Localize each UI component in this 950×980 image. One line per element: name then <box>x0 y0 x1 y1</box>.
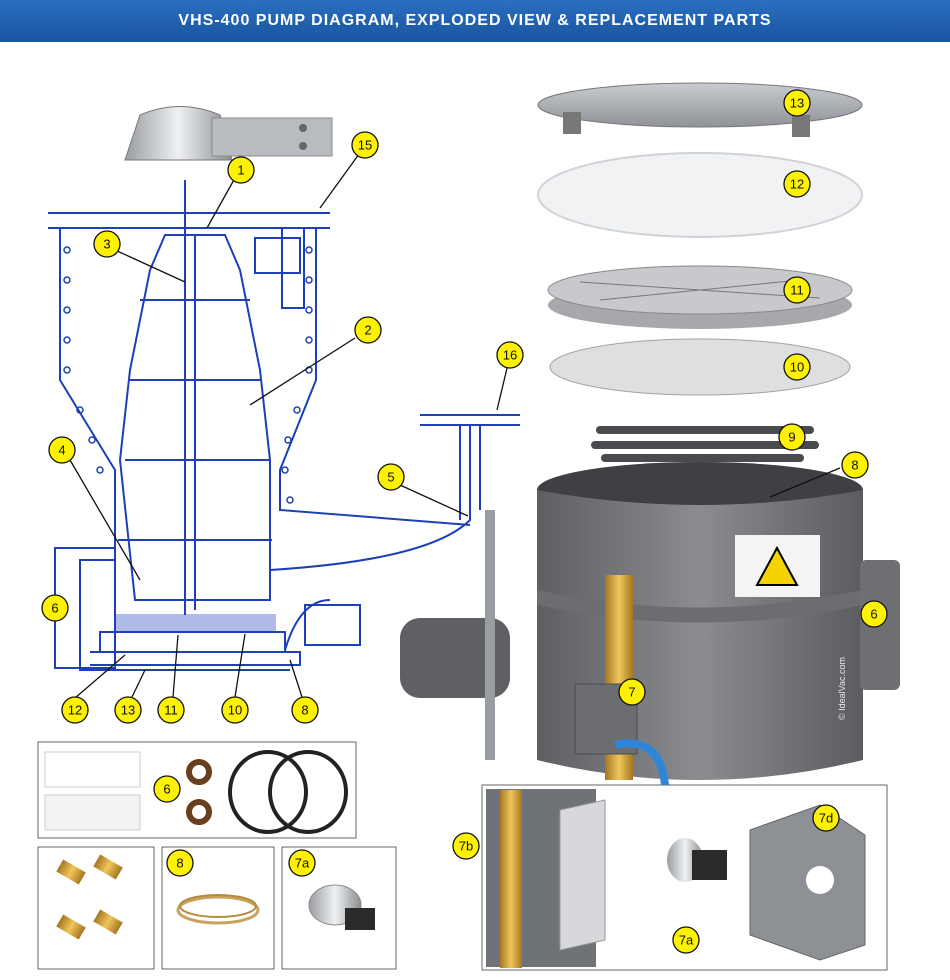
callout-c3: 3 <box>93 230 121 258</box>
callout-label: 11 <box>164 703 178 718</box>
callout-c9: 9 <box>778 423 806 451</box>
callout-label: 8 <box>301 703 308 718</box>
callout-label: 4 <box>58 443 65 458</box>
callout-c13a: 13 <box>114 696 142 724</box>
callout-label: 15 <box>358 138 372 153</box>
callout-label: 10 <box>790 360 804 375</box>
callout-c7a_kit: 7a <box>288 849 316 877</box>
callout-c7a_detail: 7a <box>672 926 700 954</box>
callout-label: 11 <box>790 283 804 298</box>
callout-c6c: 6 <box>153 775 181 803</box>
callout-c16: 16 <box>496 341 524 369</box>
callout-c4: 4 <box>48 436 76 464</box>
callout-label: 7d <box>819 811 833 826</box>
gasket-kit-box <box>37 741 357 839</box>
callouts: 1 15 3 2 16 4 5 6 12 13 11 10 8 13 12 11 10 9 8 6 7 6 8 7a 7b 7a 7… <box>41 89 888 954</box>
callout-c6a: 6 <box>41 594 69 622</box>
page-title: VHS-400 PUMP DIAGRAM, EXPLODED VIEW & RE… <box>178 12 772 29</box>
blueprint-drawing <box>48 180 520 671</box>
callout-label: 6 <box>51 601 58 616</box>
callout-label: 16 <box>503 348 517 363</box>
diagram-canvas: © IdealVac.com <box>0 42 950 980</box>
callout-label: 3 <box>103 237 110 252</box>
callout-c5: 5 <box>377 463 405 491</box>
leader-lines <box>69 149 841 699</box>
blue-arrow <box>614 739 669 786</box>
watermark: © IdealVac.com <box>837 657 847 720</box>
callout-label: 13 <box>790 96 804 111</box>
callout-label: 13 <box>121 703 135 718</box>
callout-label: 2 <box>364 323 371 338</box>
callout-c10b: 10 <box>783 353 811 381</box>
callout-label: 6 <box>870 607 877 622</box>
callout-c13b: 13 <box>783 89 811 117</box>
callout-c10a: 10 <box>221 696 249 724</box>
callout-c12b: 12 <box>783 170 811 198</box>
perforated-disc-10 <box>549 338 851 396</box>
callout-label: 1 <box>237 163 244 178</box>
callout-c1: 1 <box>227 156 255 184</box>
callout-label: 7a <box>679 933 694 948</box>
callout-label: 5 <box>387 470 394 485</box>
callout-c11b: 11 <box>783 276 811 304</box>
callout-label: 7b <box>459 839 473 854</box>
callout-c15: 15 <box>351 131 379 159</box>
callout-label: 10 <box>228 703 242 718</box>
callout-c12a: 12 <box>61 696 89 724</box>
pump-body-photo <box>400 462 900 780</box>
title-banner: VHS-400 PUMP DIAGRAM, EXPLODED VIEW & RE… <box>0 0 950 42</box>
callout-label: 9 <box>788 430 795 445</box>
callout-c8b: 8 <box>841 451 869 479</box>
top-plate-13 <box>537 82 863 137</box>
callout-c8c: 8 <box>166 849 194 877</box>
callout-label: 6 <box>163 782 170 797</box>
callout-c7b: 7b <box>452 832 480 860</box>
callout-label: 12 <box>68 703 82 718</box>
insulation-disc-12 <box>537 152 863 238</box>
callout-label: 7a <box>295 856 310 871</box>
callout-c11a: 11 <box>157 696 185 724</box>
callout-label: 8 <box>176 856 183 871</box>
callout-label: 12 <box>790 177 804 192</box>
blueprint-rivets <box>63 246 313 504</box>
heating-element-9 <box>591 426 819 462</box>
callout-c8a: 8 <box>291 696 319 724</box>
brass-fittings-box <box>37 846 155 970</box>
callout-c7d: 7d <box>812 804 840 832</box>
nozzle-part-photo <box>124 106 333 161</box>
callout-label: 8 <box>851 458 858 473</box>
callout-c2: 2 <box>354 316 382 344</box>
callout-label: 7 <box>628 685 635 700</box>
aluminum-plate-11 <box>547 265 853 329</box>
callout-c6b: 6 <box>860 600 888 628</box>
diagram-svg: © IdealVac.com <box>37 82 900 971</box>
callout-c7: 7 <box>618 678 646 706</box>
